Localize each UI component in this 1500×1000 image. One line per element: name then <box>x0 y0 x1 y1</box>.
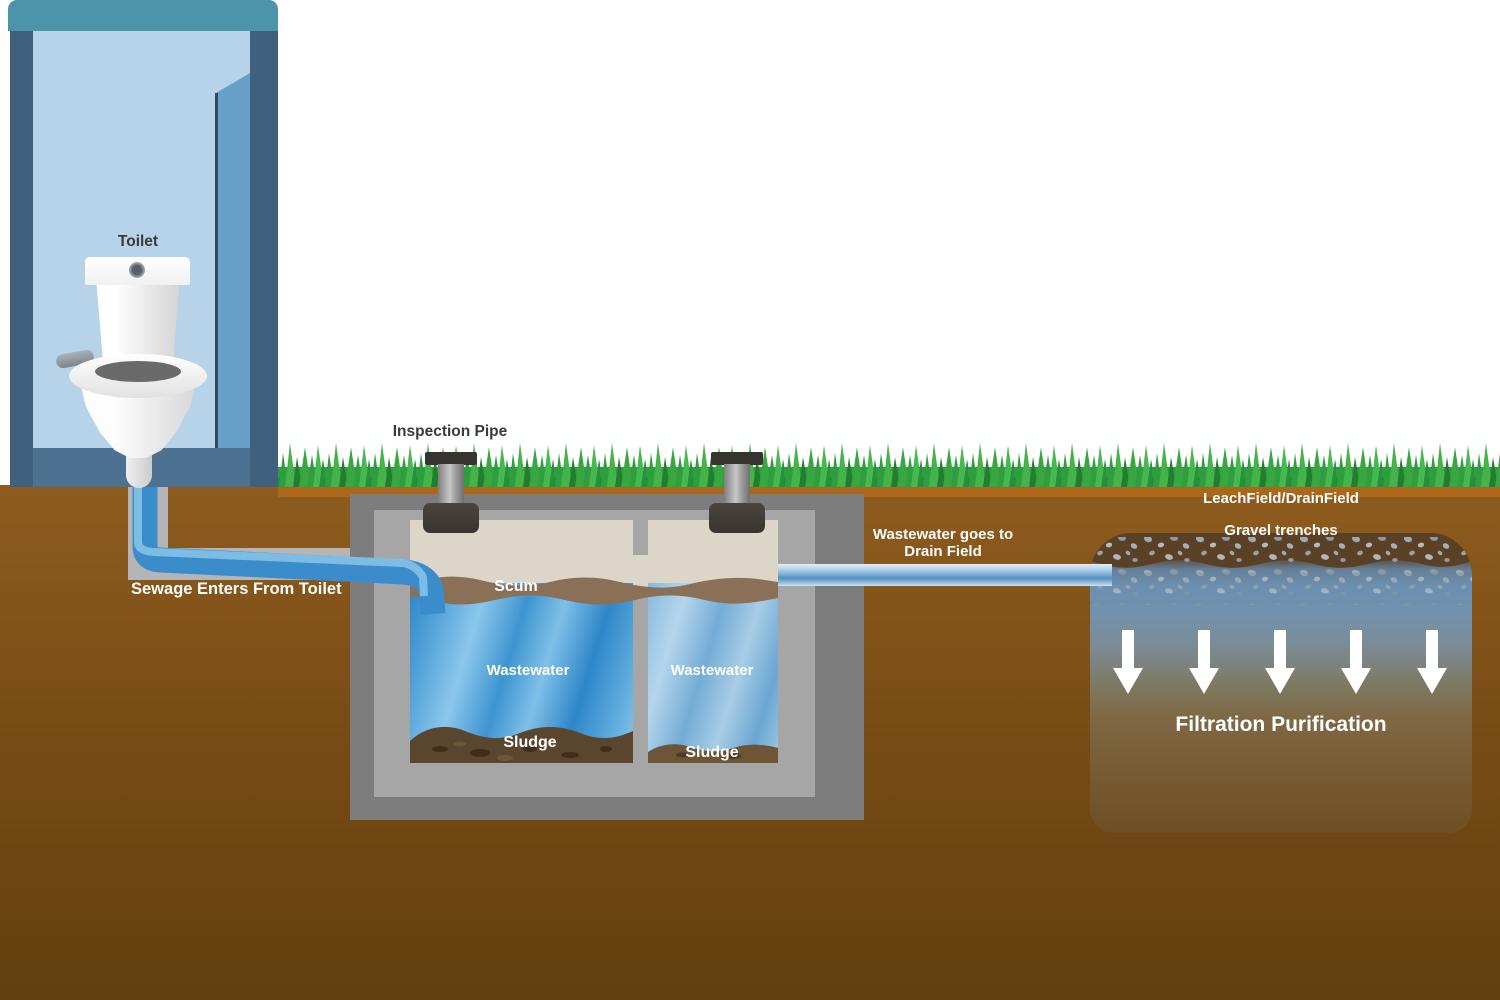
chamber-divider-top <box>633 520 648 555</box>
down-arrow-icon <box>1113 630 1143 694</box>
chamber2-sludge-label: Sludge <box>685 744 739 761</box>
down-arrow-icon <box>1341 630 1371 694</box>
inspection-pipe-column <box>438 464 464 506</box>
filtration-purification-label: Filtration Purification <box>1175 713 1387 736</box>
toilet-outlet <box>126 452 152 488</box>
inspection-pipe-column <box>724 464 750 506</box>
down-arrow-icon <box>1417 630 1447 694</box>
drain-field-box: Filtration Purification <box>1090 533 1472 833</box>
gravel-trench-texture <box>1090 533 1472 605</box>
down-arrow-icon <box>1189 630 1219 694</box>
inspection-pipe-base <box>423 503 479 533</box>
gravel-trenches-label: Gravel trenches <box>1224 522 1338 539</box>
inlet-pipe <box>128 482 446 615</box>
chamber1-wastewater-label: Wastewater <box>486 662 570 679</box>
chamber-divider-bottom <box>633 588 648 763</box>
grass-texture <box>278 441 1500 487</box>
toilet-label: Toilet <box>117 233 159 250</box>
inspection-pipe-cap <box>711 452 763 465</box>
toilet-room-roof <box>8 0 278 31</box>
down-arrow-icon <box>1265 630 1295 694</box>
chamber2-sludge-shape <box>648 744 778 763</box>
chamber2-wastewater <box>648 583 778 763</box>
scum-layer-shape <box>410 576 778 605</box>
chamber1-sludge-shape <box>410 726 633 763</box>
outlet-pipe <box>778 564 1112 586</box>
flush-button <box>129 262 145 278</box>
inspection-pipe-base <box>709 503 765 533</box>
wastewater-goes-to-line2: Drain Field <box>904 543 982 560</box>
septic-tank-interior: Scum Wastewater Wastewater Sludge Sludge <box>410 520 778 763</box>
inspection-pipe-cap <box>425 452 477 465</box>
chamber2-wastewater-label: Wastewater <box>670 662 754 679</box>
chamber1-sludge-label: Sludge <box>503 734 557 751</box>
toilet-room-door <box>215 73 250 448</box>
leachfield-heading: LeachField/DrainField <box>1203 490 1359 507</box>
toilet-seat-opening <box>95 361 181 382</box>
wastewater-goes-to-line1: Wastewater goes to <box>872 526 1014 543</box>
sewage-enters-label: Sewage Enters From Toilet <box>131 580 342 598</box>
toilet-room-door-edge <box>215 93 218 448</box>
wastewater-goes-to-label: Wastewater goes to Drain Field <box>853 526 1033 560</box>
inspection-pipe-label: Inspection Pipe <box>392 423 508 440</box>
scum-label: Scum <box>494 578 538 595</box>
